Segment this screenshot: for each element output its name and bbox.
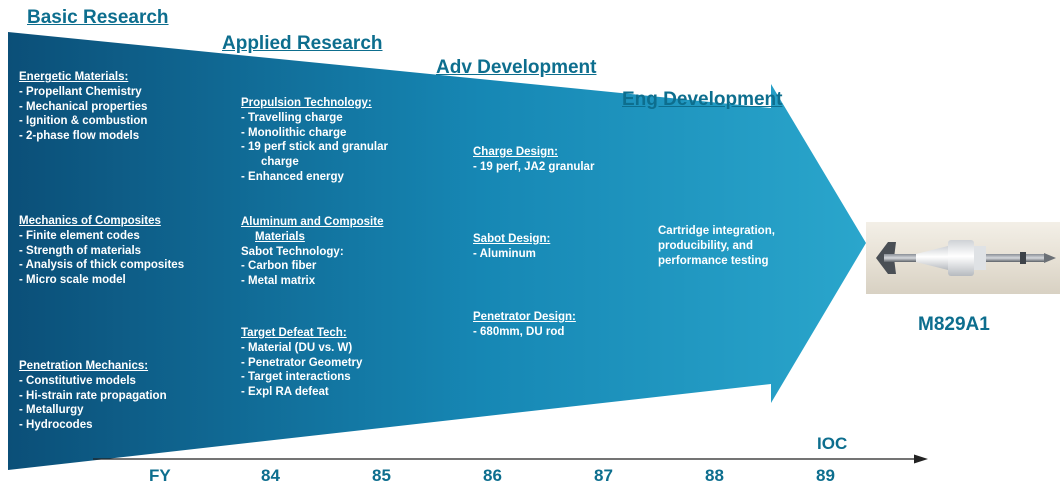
block-item: - Constitutive models	[19, 374, 136, 387]
block-item: charge	[261, 156, 299, 169]
phase-adv-development: Adv Development	[436, 57, 597, 78]
block-item: Cartridge integration,	[658, 225, 775, 237]
projectile-image	[876, 240, 1056, 276]
phase-applied-research: Applied Research	[222, 33, 383, 54]
block-item: - Propellant Chemistry	[19, 85, 142, 98]
block-item: - Finite element codes	[19, 229, 140, 242]
block-item: - 19 perf, JA2 granular	[473, 160, 595, 173]
adv-penetrator-block: Penetrator Design: - 680mm, DU rod	[473, 310, 576, 340]
block-item: - Material (DU vs. W)	[241, 341, 353, 354]
block-item: - Micro scale model	[19, 274, 126, 287]
product-name: M829A1	[918, 314, 990, 335]
block-item: - Monolithic charge	[241, 126, 347, 139]
block-item: - 680mm, DU rod	[473, 325, 565, 338]
timeline-year: 85	[372, 466, 391, 485]
block-item: - Target interactions	[241, 371, 351, 384]
block-item: - Metal matrix	[241, 275, 316, 288]
block-item: performance testing	[658, 254, 769, 267]
block-heading: Penetration Mechanics:	[19, 360, 149, 372]
phase-eng-development: Eng Development	[622, 89, 783, 110]
timeline-fy-label: FY	[149, 466, 171, 485]
block-item: - Hi-strain rate propagation	[19, 389, 167, 402]
ioc-label: IOC	[817, 434, 848, 453]
block-item: - Metallurgy	[19, 404, 84, 417]
block-item: - Mechanical properties	[19, 100, 148, 113]
timeline-year: 84	[261, 466, 280, 485]
block-heading: Penetrator Design:	[473, 311, 576, 323]
block-item: producibility, and	[658, 239, 753, 252]
timeline-year: 88	[705, 466, 724, 485]
phase-basic-research: Basic Research	[27, 7, 169, 28]
block-item: - 19 perf stick and granular	[241, 141, 388, 154]
basic-energetic-block: Energetic Materials: - Propellant Chemis…	[19, 70, 147, 144]
basic-penetration-block: Penetration Mechanics: - Constitutive mo…	[19, 359, 167, 433]
eng-integration-block: Cartridge integration, producibility, an…	[658, 224, 775, 268]
block-heading: Energetic Materials:	[19, 71, 129, 83]
block-item: - Penetrator Geometry	[241, 356, 363, 369]
block-item: - Analysis of thick composites	[19, 259, 185, 272]
timeline-year: 87	[594, 466, 613, 485]
timeline-year: 89	[816, 466, 835, 485]
block-heading: Target Defeat Tech:	[241, 327, 347, 339]
block-item: - 2-phase flow models	[19, 130, 140, 143]
block-heading: Aluminum and Composite	[241, 216, 384, 228]
block-item: - Aluminum	[473, 247, 536, 260]
block-heading: Materials	[255, 230, 305, 243]
block-heading: Charge Design:	[473, 146, 558, 158]
block-item: - Hydrocodes	[19, 419, 93, 432]
block-heading: Propulsion Technology:	[241, 97, 372, 109]
block-subheading: Sabot Technology:	[241, 245, 344, 258]
applied-target-block: Target Defeat Tech: - Material (DU vs. W…	[241, 326, 362, 400]
block-item: - Expl RA defeat	[241, 386, 329, 399]
basic-composites-block: Mechanics of Composites - Finite element…	[19, 214, 184, 288]
block-item: - Strength of materials	[19, 244, 142, 257]
timeline-arrowhead	[914, 454, 928, 464]
block-heading: Mechanics of Composites	[19, 215, 161, 227]
block-item: - Travelling charge	[241, 111, 343, 124]
projectile-photo	[866, 222, 1060, 294]
applied-propulsion-block: Propulsion Technology: - Travelling char…	[241, 96, 388, 185]
adv-charge-block: Charge Design: - 19 perf, JA2 granular	[473, 145, 594, 175]
block-item: - Carbon fiber	[241, 260, 317, 273]
adv-sabot-block: Sabot Design: - Aluminum	[473, 232, 550, 262]
applied-aluminum-block: Aluminum and Composite Materials Sabot T…	[241, 215, 383, 289]
block-item: - Enhanced energy	[241, 170, 344, 183]
block-item: - Ignition & combustion	[19, 115, 148, 128]
timeline-year: 86	[483, 466, 502, 485]
block-heading: Sabot Design:	[473, 233, 551, 245]
